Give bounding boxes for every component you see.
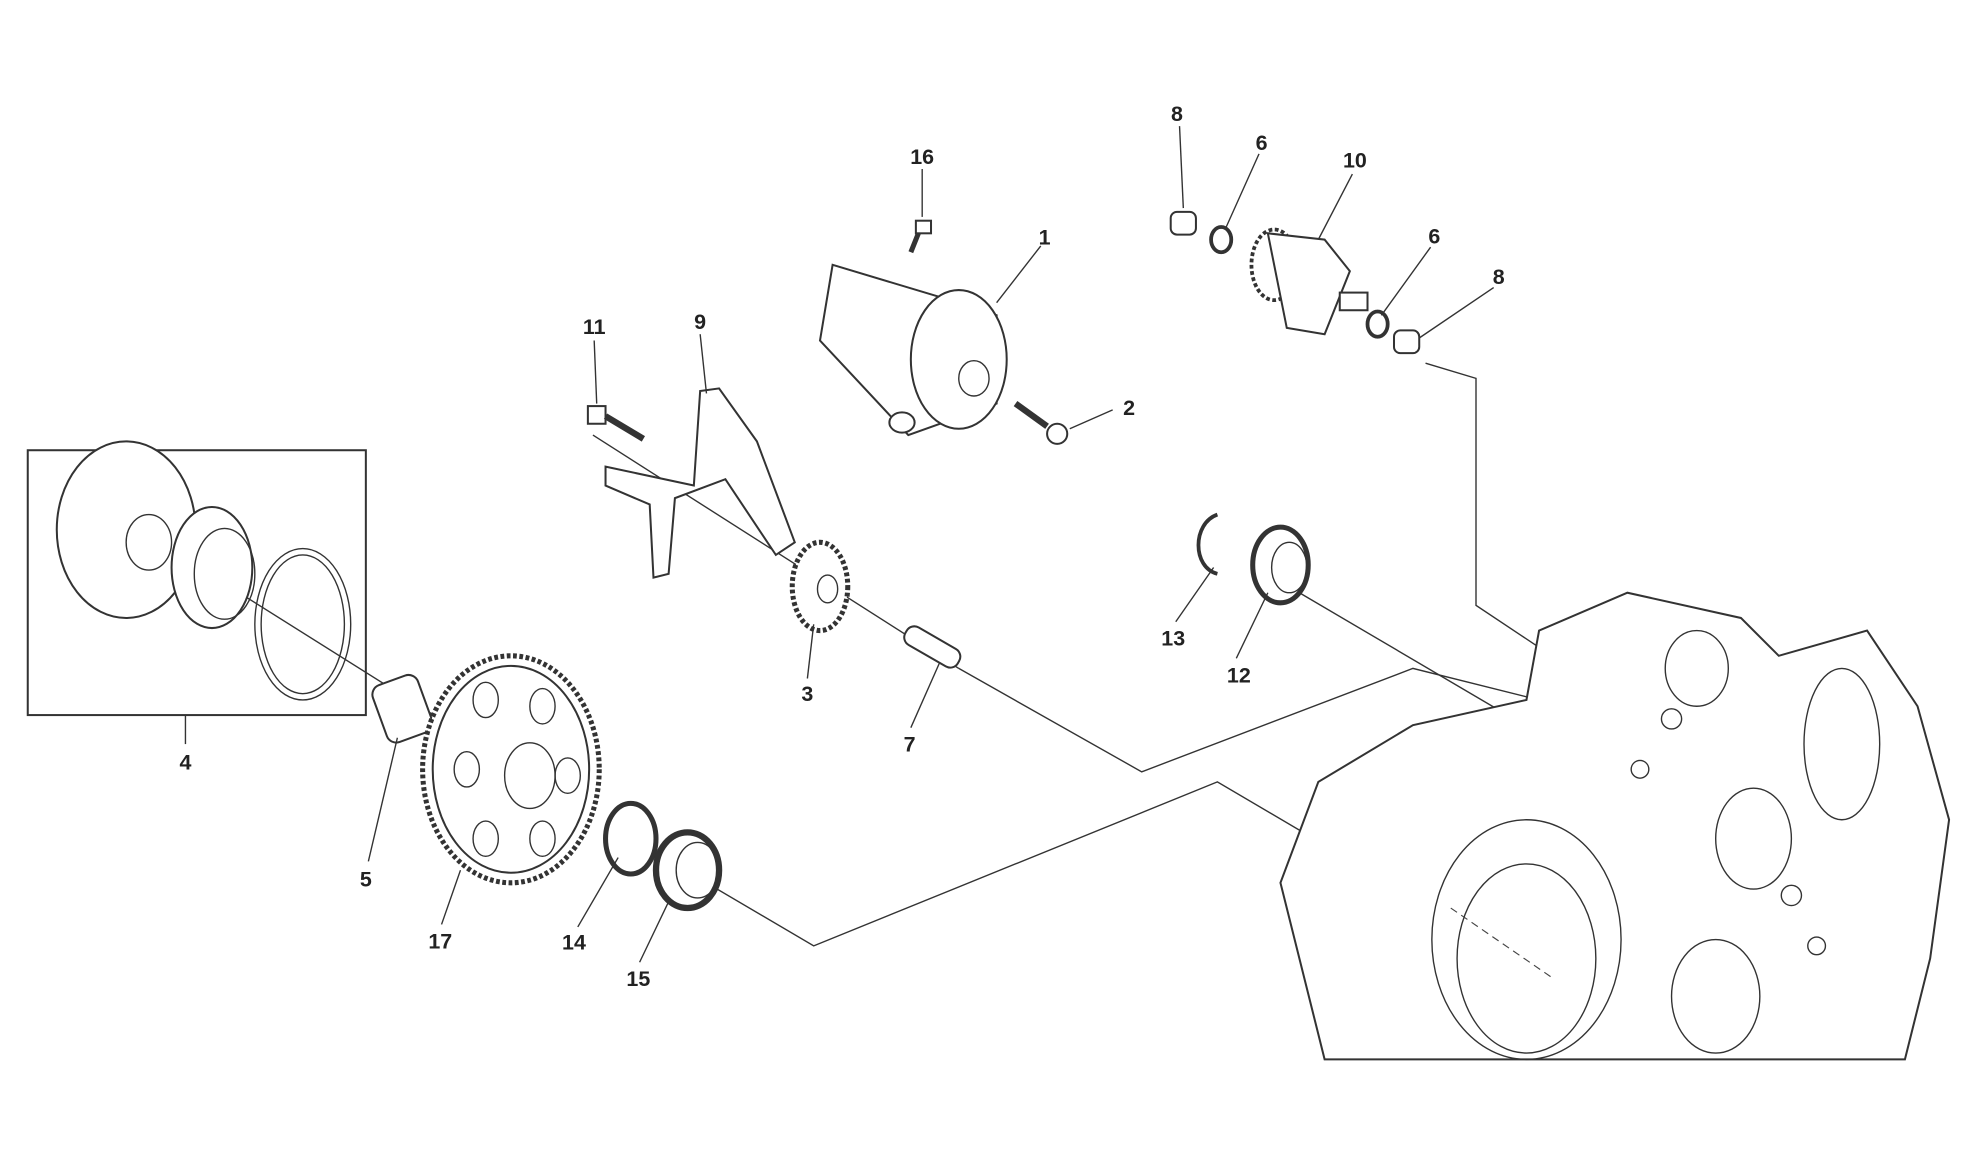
callout-2: 2 xyxy=(1123,396,1135,420)
starter-pinion xyxy=(1249,227,1369,336)
oil-seal xyxy=(652,829,723,912)
callout-8b: 8 xyxy=(1493,265,1505,289)
callout-8a: 8 xyxy=(1171,102,1183,126)
circlip xyxy=(1196,512,1219,576)
washer xyxy=(1209,225,1390,339)
callout-15: 15 xyxy=(626,967,650,991)
shim-washer xyxy=(603,800,659,877)
callout-14: 14 xyxy=(562,931,586,955)
callouts: 1 2 3 4 5 6 6 7 8 8 9 10 11 12 13 14 15 … xyxy=(179,102,1504,991)
starter-gear xyxy=(420,653,602,886)
needle-bearing xyxy=(371,673,434,744)
idler-shaft xyxy=(903,625,962,669)
starter-motor xyxy=(818,263,1008,437)
callout-5: 5 xyxy=(360,868,372,892)
callout-9: 9 xyxy=(694,310,706,334)
callout-17: 17 xyxy=(428,929,452,953)
bracket-bolt xyxy=(586,405,646,442)
idler-gear xyxy=(789,539,851,634)
starter-clutch-group xyxy=(26,440,367,717)
starter-motor-screw xyxy=(1013,401,1069,445)
callout-3: 3 xyxy=(801,682,813,706)
callout-4: 4 xyxy=(179,750,191,774)
callout-10: 10 xyxy=(1343,149,1367,173)
leader-lines xyxy=(184,126,1495,963)
callout-1: 1 xyxy=(1039,226,1051,250)
callout-6b: 6 xyxy=(1428,224,1440,248)
mounting-bracket xyxy=(604,387,796,579)
small-screw xyxy=(908,219,933,254)
callout-13: 13 xyxy=(1161,627,1185,651)
callout-11: 11 xyxy=(583,315,606,339)
bushing xyxy=(1169,210,1421,355)
crankcase xyxy=(1279,591,1951,1061)
bearing xyxy=(1250,524,1311,606)
callout-6a: 6 xyxy=(1256,131,1268,155)
callout-7: 7 xyxy=(904,733,916,757)
callout-16: 16 xyxy=(910,145,934,169)
callout-12: 12 xyxy=(1227,663,1251,687)
